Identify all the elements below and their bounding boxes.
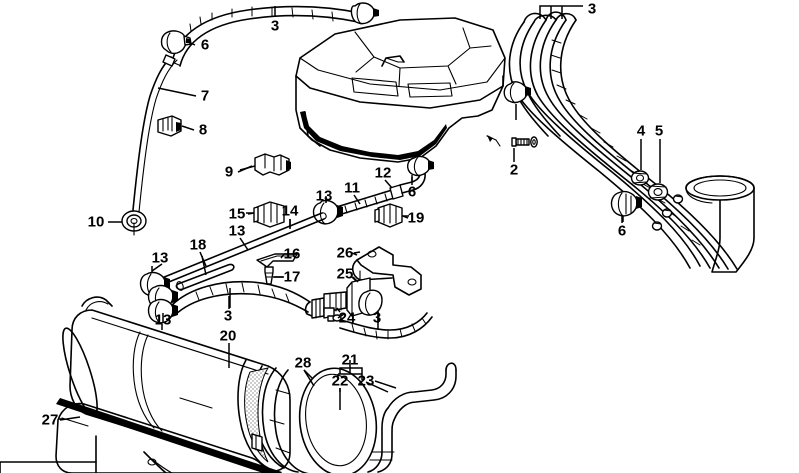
- hose-clamp-part-13-pair-b: [147, 298, 178, 330]
- callout-label-28: 28: [294, 354, 312, 372]
- filler-neck: [685, 175, 755, 273]
- callout-label-8: 8: [198, 121, 208, 139]
- callout-label-13-b: 13: [315, 187, 333, 205]
- callout-label-4: 4: [636, 122, 646, 140]
- line-clip-part-8: [157, 115, 182, 137]
- callout-label-26: 26: [336, 244, 354, 262]
- grommet-part-4: [630, 170, 650, 186]
- callout-label-13-a: 13: [228, 222, 246, 240]
- callout-label-13-d: 13: [154, 311, 172, 329]
- expansion-tank: [295, 17, 506, 163]
- callout-label-3-right: 3: [372, 309, 382, 327]
- callout-label-5: 5: [654, 122, 664, 140]
- screw-washer-part-2: [511, 136, 538, 148]
- callout-label-6-top: 6: [200, 36, 210, 54]
- callout-label-22: 22: [331, 372, 349, 390]
- callout-label-13-c: 13: [151, 249, 169, 267]
- grommet-part-5: [647, 183, 669, 201]
- callout-label-10: 10: [87, 213, 105, 231]
- callout-label-18: 18: [189, 236, 207, 254]
- callout-label-3-topright: 3: [587, 0, 597, 18]
- fuel-line-part-7: [132, 54, 180, 213]
- callout-label-16: 16: [283, 245, 301, 263]
- callout-label-14: 14: [281, 202, 299, 220]
- pipe-clamp-part-9: [239, 153, 291, 176]
- callout-label-3-top: 3: [270, 17, 280, 35]
- hose-clamp-part-6-bundle: [503, 81, 531, 120]
- callout-label-24: 24: [338, 309, 356, 327]
- hose-clamp-part-6-pipe: [407, 155, 434, 182]
- purge-valve-part-24: [304, 291, 347, 322]
- callout-label-17: 17: [283, 268, 301, 286]
- callout-label-6-mid: 6: [407, 183, 417, 201]
- callout-label-19: 19: [407, 209, 425, 227]
- rubber-mount-part-25: [346, 276, 383, 317]
- hose-assembly-part-21: [339, 360, 457, 473]
- callout-label-9: 9: [224, 163, 234, 181]
- callout-label-20: 20: [219, 327, 237, 345]
- callout-label-15: 15: [228, 205, 246, 223]
- retaining-plate-part-16: [256, 253, 298, 268]
- underbody-shield-part-27: [0, 402, 267, 473]
- leader-lines: [59, 6, 661, 421]
- callout-label-6-right: 6: [617, 222, 627, 240]
- callout-label-11: 11: [344, 179, 360, 197]
- callout-label-2: 2: [509, 161, 519, 179]
- clamp-bracket-part-15: [246, 201, 285, 228]
- callout-label-12: 12: [374, 164, 392, 182]
- callout-label-23: 23: [357, 372, 375, 390]
- callout-label-25: 25: [336, 265, 354, 283]
- callout-label-27: 27: [41, 411, 59, 429]
- callout-bracket-3-topright: [539, 5, 583, 19]
- bolt-part-17: [264, 266, 283, 285]
- hose-clamp-part-13-pipe: [312, 196, 343, 225]
- small-grommets-lower: [651, 194, 684, 231]
- rubber-hose-part-3-mid: [171, 280, 311, 316]
- line-fitting-part-10: [121, 210, 147, 236]
- callout-label-7: 7: [200, 87, 210, 105]
- callout-label-3-mid: 3: [223, 307, 233, 325]
- hose-clamp-part-6-right: [610, 190, 642, 222]
- callout-label-21: 21: [341, 351, 359, 369]
- hose-clamp-top-right: [350, 2, 379, 25]
- tube-bundle-right: [508, 11, 738, 270]
- charcoal-canister-part-20: [56, 296, 378, 473]
- holder-clip-part-19: [374, 203, 409, 228]
